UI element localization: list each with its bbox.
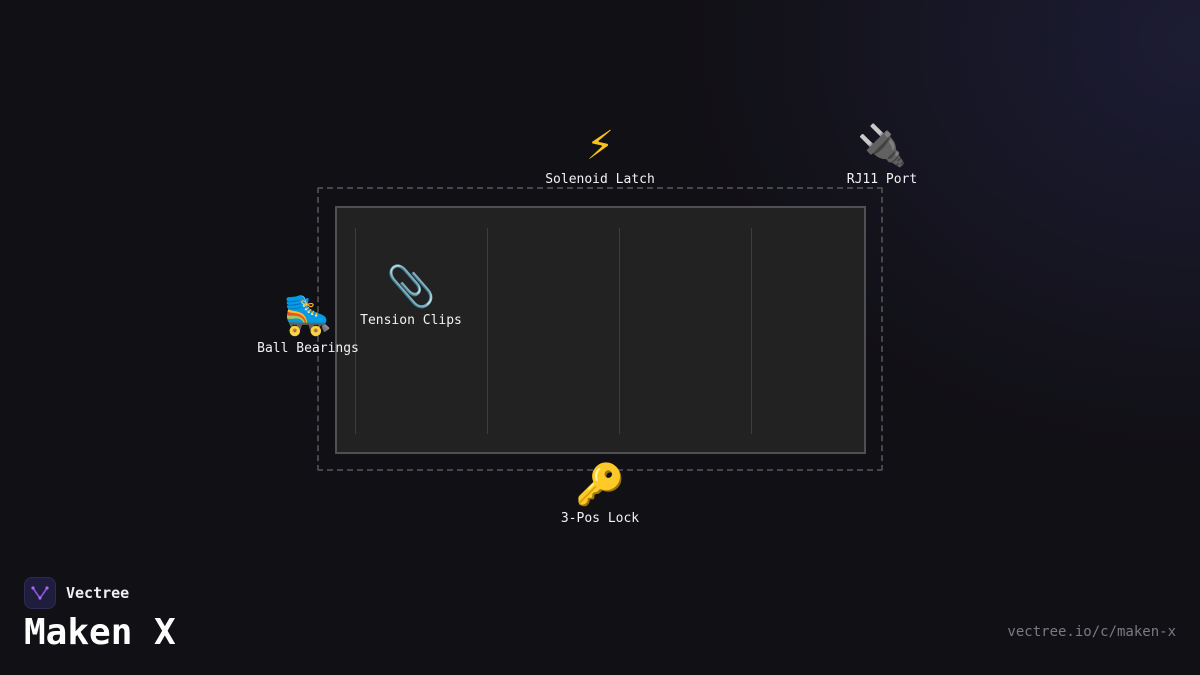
- enclosure-outline: [317, 187, 883, 471]
- keyboard-panel: [335, 206, 866, 454]
- vectree-logo-icon: [24, 577, 56, 609]
- component-tension-clips: 📎 Tension Clips: [360, 263, 462, 329]
- brand-name: Vectree: [66, 584, 130, 602]
- panel-divider: [487, 228, 488, 434]
- key-icon: 🔑: [575, 462, 625, 508]
- component-label: RJ11 Port: [846, 172, 918, 187]
- product-title: Maken X: [24, 612, 176, 653]
- component-rj11-port: 🔌 RJ11 Port: [847, 122, 917, 188]
- component-label: 3-Pos Lock: [560, 511, 640, 526]
- panel-divider: [355, 228, 356, 434]
- brand: Vectree: [24, 577, 129, 609]
- panel-divider: [751, 228, 752, 434]
- paperclip-icon: 📎: [386, 264, 436, 310]
- panel-divider: [619, 228, 620, 434]
- component-solenoid-latch: ⚡ Solenoid Latch: [545, 122, 655, 188]
- component-label: Tension Clips: [360, 313, 462, 328]
- component-label: Solenoid Latch: [545, 172, 655, 187]
- lightning-bolt-icon: ⚡: [585, 123, 615, 169]
- component-three-pos-lock: 🔑 3-Pos Lock: [561, 461, 639, 527]
- component-label: Ball Bearings: [257, 341, 359, 356]
- component-ball-bearings: 🛼 Ball Bearings: [257, 291, 359, 357]
- electric-plug-icon: 🔌: [857, 123, 907, 169]
- product-url-link[interactable]: vectree.io/c/maken-x: [1007, 624, 1176, 640]
- roller-skate-icon: 🛼: [283, 292, 333, 338]
